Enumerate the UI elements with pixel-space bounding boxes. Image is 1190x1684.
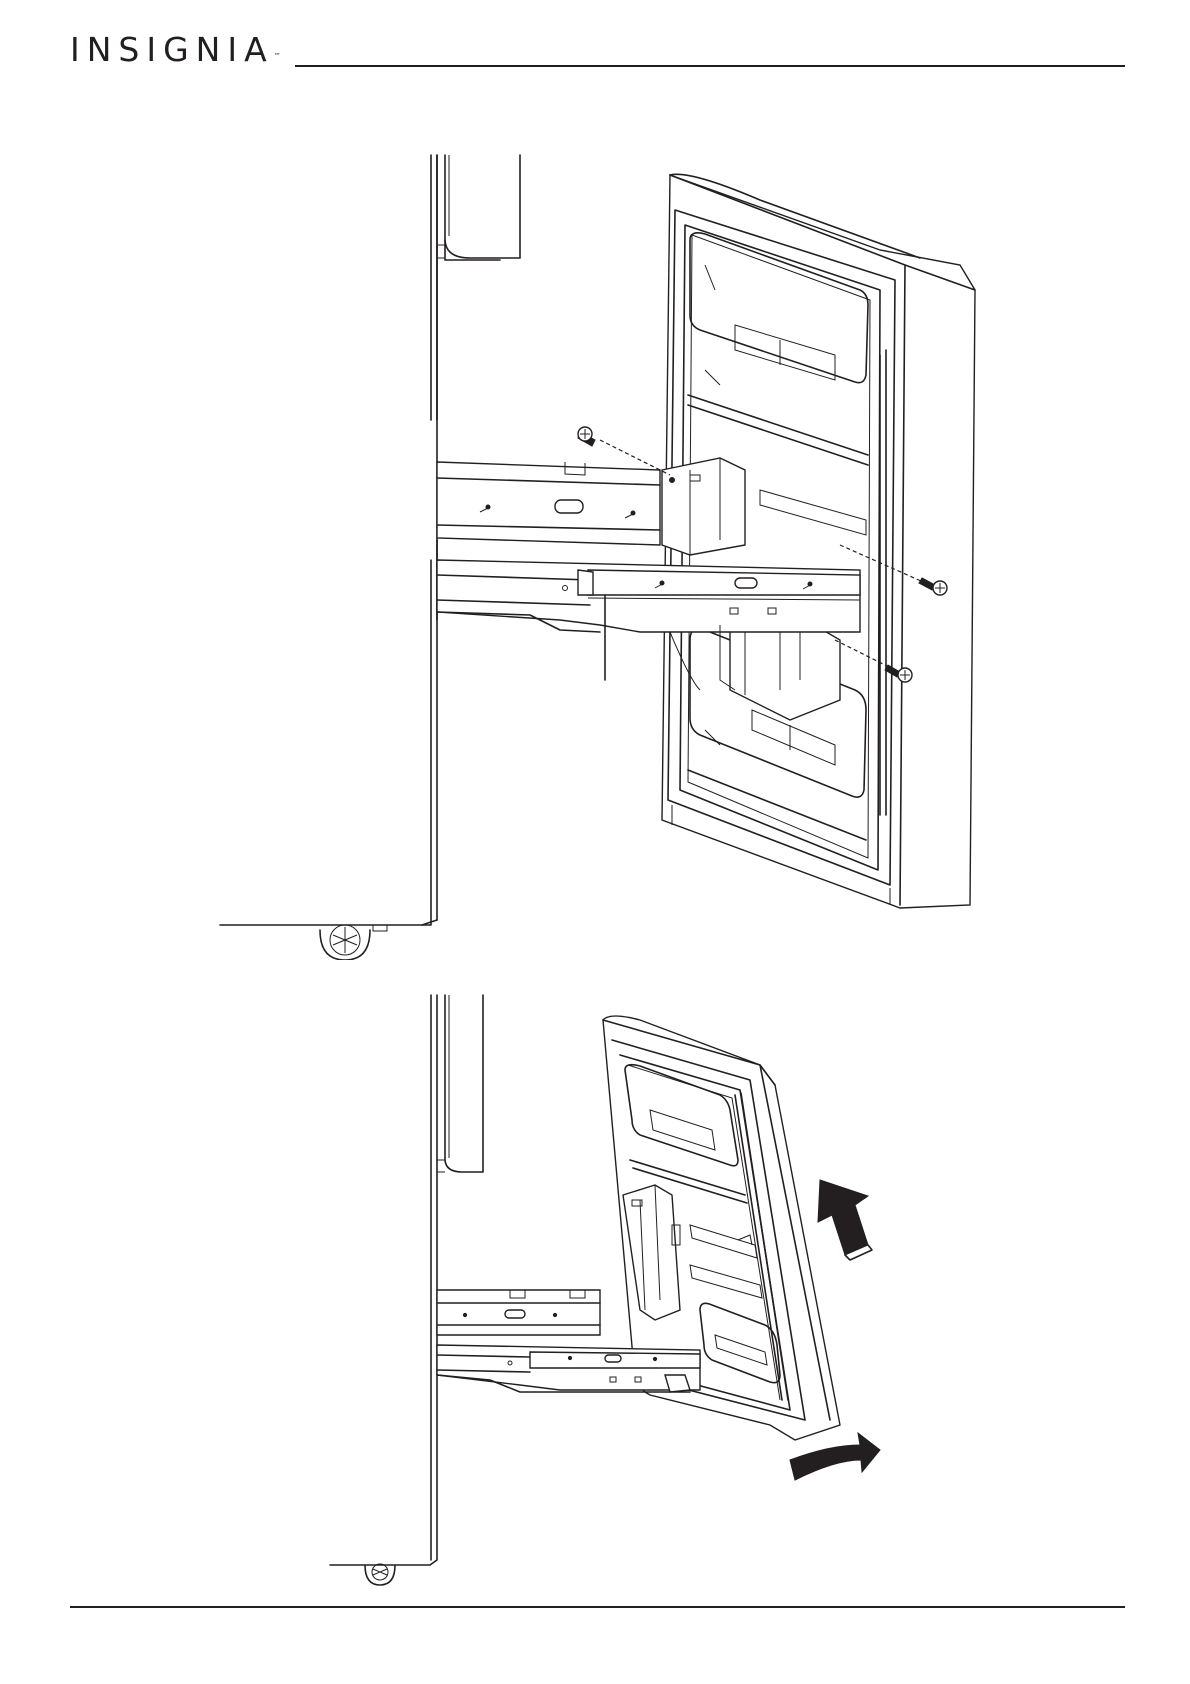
footer-rule (70, 1606, 1125, 1608)
rotate-arrow-icon (790, 1433, 880, 1480)
top-illustration (0, 0, 1190, 960)
door-bracket (623, 1185, 752, 1320)
wheel-icon (365, 1564, 395, 1585)
lower-rail (437, 1345, 700, 1392)
door-panel (603, 1016, 840, 1440)
upper-rail (437, 462, 660, 545)
lift-up-arrow-icon (818, 1180, 872, 1260)
wheel-icon (320, 925, 387, 960)
cabinet-outline (220, 155, 520, 925)
cabinet-outline (330, 995, 483, 1565)
upper-rail (437, 1290, 600, 1335)
